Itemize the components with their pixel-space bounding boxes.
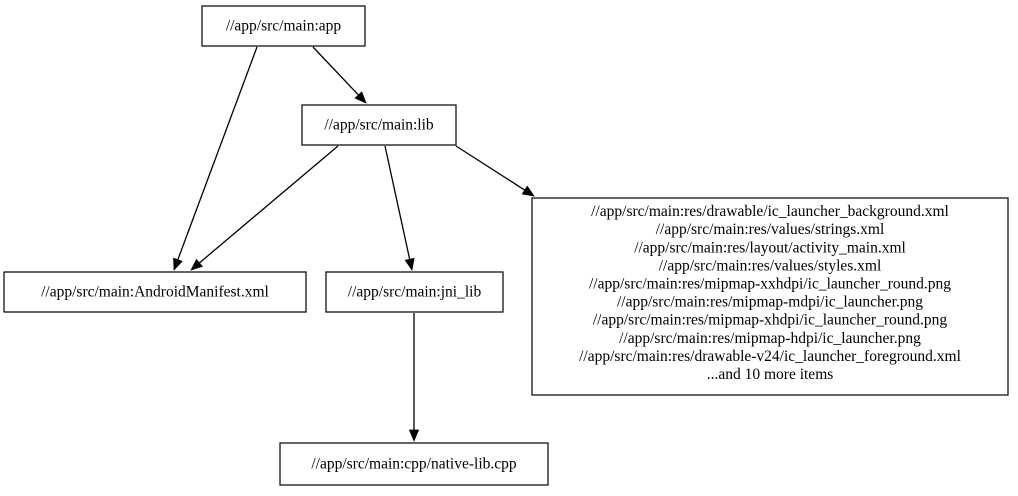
graph-node-lib[interactable]: //app/src/main:lib (301, 104, 457, 146)
graph-node-res[interactable]: //app/src/main:res/drawable/ic_launcher_… (531, 197, 1009, 396)
node-label-manifest: //app/src/main:AndroidManifest.xml (41, 284, 269, 301)
node-label-line: //app/src/main:res/drawable-v24/ic_launc… (579, 348, 961, 365)
edge-layer (173, 46, 535, 442)
node-label-line: ...and 10 more items (707, 366, 834, 383)
edge-shaft (384, 145, 411, 262)
node-box-manifest[interactable] (3, 271, 307, 313)
arrowhead-icon (190, 258, 203, 271)
node-label-res: //app/src/main:res/drawable/ic_launcher_… (579, 203, 961, 383)
edge-shaft (312, 46, 361, 97)
edge-shaft (197, 145, 339, 265)
arrowhead-icon (404, 257, 415, 271)
edge-shaft (455, 145, 527, 192)
node-label-line: //app/src/main:res/drawable/ic_launcher_… (591, 203, 949, 220)
node-label-line: //app/src/main:res/mipmap-hdpi/ic_launch… (619, 330, 921, 347)
node-label-line: //app/src/main:res/layout/activity_main.… (634, 239, 906, 256)
graph-node-app[interactable]: //app/src/main:app (201, 5, 366, 47)
node-box-native_lib[interactable] (279, 442, 549, 486)
node-label-line: //app/src/main:res/values/styles.xml (659, 257, 882, 274)
node-label-lib: //app/src/main:lib (324, 117, 434, 134)
graph-edge-lib-to-jni-lib (384, 145, 415, 271)
node-label-line: //app/src/main:res/mipmap-xxhdpi/ic_laun… (589, 275, 951, 292)
node-box-res[interactable] (531, 197, 1009, 396)
node-label-line: //app/src/main:res/mipmap-xhdpi/ic_launc… (593, 312, 948, 329)
graph-edge-lib-to-manifest (190, 145, 339, 271)
graph-node-native_lib[interactable]: //app/src/main:cpp/native-lib.cpp (279, 442, 549, 486)
node-layer: //app/src/main:app //app/src/main:lib //ap… (3, 5, 1009, 486)
graph-edge-app-to-manifest (173, 46, 258, 271)
graph-edge-app-to-lib (312, 46, 367, 104)
arrowhead-icon (408, 429, 420, 442)
graph-edge-jni-lib-to-native-lib (408, 313, 420, 442)
node-label-app: //app/src/main:app (226, 18, 342, 35)
node-box-lib[interactable] (301, 104, 457, 146)
node-label-line: //app/src/main:res/values/strings.xml (656, 221, 885, 238)
arrowhead-icon (173, 257, 183, 271)
node-label-jni_lib: //app/src/main:jni_lib (348, 284, 482, 301)
arrowhead-icon (521, 185, 535, 197)
graph-node-manifest[interactable]: //app/src/main:AndroidManifest.xml (3, 271, 307, 313)
graph-edge-lib-to-res (455, 145, 535, 197)
node-label-line: //app/src/main:res/mipmap-mdpi/ic_launch… (617, 294, 923, 311)
node-label-native_lib: //app/src/main:cpp/native-lib.cpp (311, 456, 517, 473)
arrowhead-icon (354, 91, 367, 104)
graph-node-jni_lib[interactable]: //app/src/main:jni_lib (325, 271, 504, 313)
node-box-jni_lib[interactable] (325, 271, 504, 313)
node-box-app[interactable] (201, 5, 366, 47)
edge-shaft (176, 46, 258, 262)
